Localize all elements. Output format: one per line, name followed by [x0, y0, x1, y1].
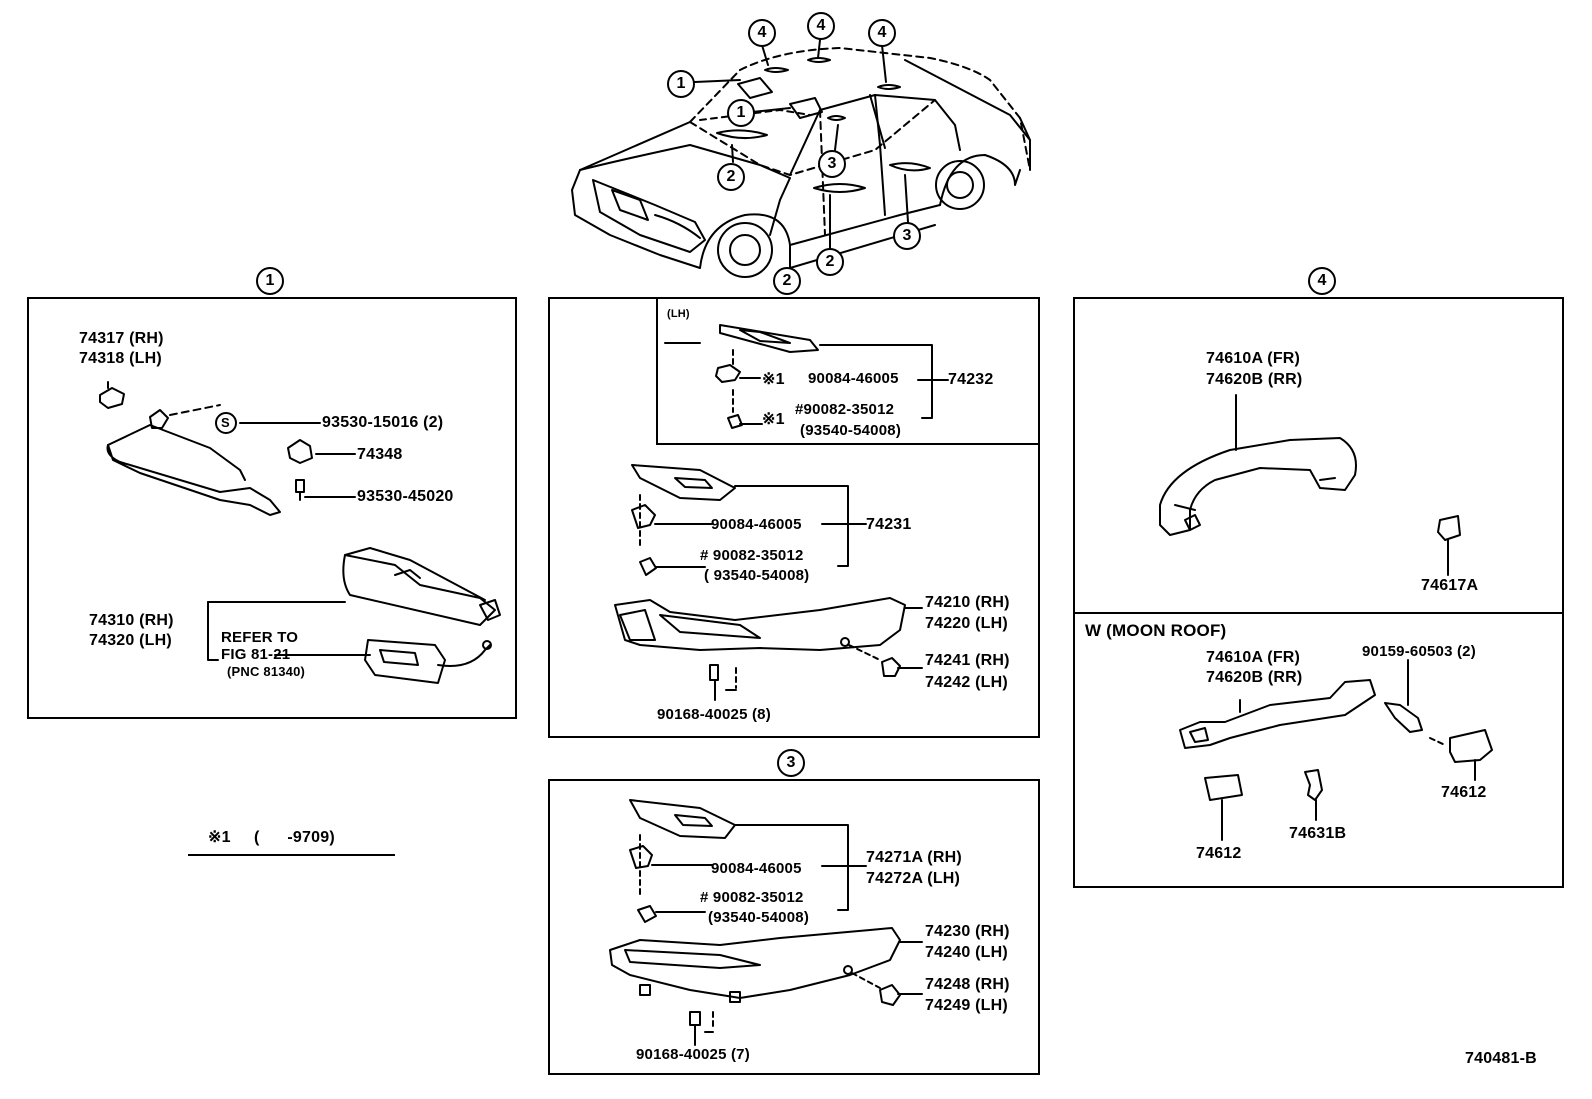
callout-2-car-a: 2: [717, 163, 745, 191]
s3-assy-rh-part: 74271A (RH): [866, 849, 962, 866]
mr-grip-rr-part: 74620B (RR): [1206, 669, 1303, 686]
s3-plug-rh-part: 74248 (RH): [925, 976, 1010, 993]
assist-grip-rr-part: 74620B (RR): [1206, 371, 1303, 388]
part-visor-clip-lh: 74318 (LH): [79, 350, 162, 367]
part-screw-s: 93530-15016 (2): [322, 414, 444, 431]
section1-header-callout: 1: [256, 267, 284, 295]
callout-3-car-a: 3: [818, 150, 846, 178]
mr-cover-left-part: 74612: [1196, 845, 1242, 862]
mid-screw-alt-part: ( 93540-54008): [704, 567, 810, 584]
s3-assy-lh-part: 74272A (LH): [866, 870, 961, 887]
section2-drawings: [614, 324, 949, 701]
section4-header-callout: 4: [1308, 267, 1336, 295]
refer-line-3: (PNC 81340): [227, 664, 306, 679]
s3-plug-lh-part: 74249 (LH): [925, 997, 1008, 1014]
callout-2-car-b: 2: [816, 248, 844, 276]
footnote-mark: ※1: [208, 829, 231, 846]
s3-bolt-part: 90168-40025 (7): [636, 1046, 750, 1063]
mid-assy-part: 74231: [866, 516, 912, 533]
mr-screw-part: 90159-60503 (2): [1362, 643, 1476, 660]
mr-grip-fr-part: 74610A (FR): [1206, 649, 1301, 666]
section1-box: [27, 297, 517, 719]
s3-clip-part: 90084-46005: [711, 860, 802, 877]
section4-drawings: [1159, 394, 1493, 841]
footnote-underline: [188, 854, 395, 856]
section3-drawings: [609, 799, 923, 1046]
top-screw-alt-part: (93540-54008): [800, 422, 902, 439]
s-circle-letter: S: [221, 415, 230, 430]
callout-4-car-c: 4: [868, 19, 896, 47]
section3-header-callout: 3: [777, 749, 805, 777]
refer-line-1: REFER TO: [221, 629, 299, 646]
grip-bolt-part: 90168-40025 (8): [657, 706, 771, 723]
s3-grip-rh-part: 74230 (RH): [925, 923, 1010, 940]
plug-lh-part: 74242 (LH): [925, 674, 1008, 691]
callout-4-car-b: 4: [807, 12, 835, 40]
part-visor-holder: 74348: [357, 446, 403, 463]
assist-grip-fr-part: 74610A (FR): [1206, 350, 1301, 367]
mr-cover-right-part: 74612: [1441, 784, 1487, 801]
top-screw-part: #90082-35012: [795, 401, 895, 418]
section2-box: [548, 297, 1040, 738]
s3-grip-lh-part: 74240 (LH): [925, 944, 1008, 961]
car-illustration: [571, 39, 1031, 278]
mid-screw-part: # 90082-35012: [700, 547, 804, 564]
section2-lh-subbox: [656, 297, 1038, 445]
section3-box: [548, 779, 1040, 1075]
section4-divider: [1073, 612, 1562, 614]
section1-drawings: [99, 381, 501, 684]
s-circle-icon: [215, 412, 237, 434]
figure-code: 740481-B: [1465, 1050, 1537, 1067]
top-assy-part: 74232: [948, 371, 994, 388]
mid-clip-part: 90084-46005: [711, 516, 802, 533]
part-visor-screw: 93530-45020: [357, 488, 454, 505]
callout-3-car-b: 3: [893, 222, 921, 250]
top-clip-mark: ※1: [762, 371, 785, 388]
grip-lh-part: 74220 (LH): [925, 615, 1008, 632]
callout-4-car-a: 4: [748, 19, 776, 47]
top-screw-mark: ※1: [762, 411, 785, 428]
top-clip-part: 90084-46005: [808, 370, 899, 387]
part-visor-rh: 74310 (RH): [89, 612, 174, 629]
part-visor-lh: 74320 (LH): [89, 632, 172, 649]
section4-box: [1073, 297, 1564, 888]
bracket-part: 74617A: [1421, 577, 1479, 594]
s3-screw-part: # 90082-35012: [700, 889, 804, 906]
section2-header-callout: 2: [773, 267, 801, 295]
callout-1-car-b: 1: [727, 99, 755, 127]
refer-line-2: FIG 81-21: [221, 646, 291, 663]
footnote-range: ( -9709): [254, 829, 335, 846]
s3-screw-alt-part: (93540-54008): [708, 909, 810, 926]
moonroof-title: W (MOON ROOF): [1085, 621, 1227, 640]
grip-rh-part: 74210 (RH): [925, 594, 1010, 611]
plug-rh-part: 74241 (RH): [925, 652, 1010, 669]
callout-1-car-a: 1: [667, 70, 695, 98]
part-visor-clip-rh: 74317 (RH): [79, 330, 164, 347]
mr-clip-part: 74631B: [1289, 825, 1347, 842]
lh-tag: (LH): [667, 308, 690, 320]
